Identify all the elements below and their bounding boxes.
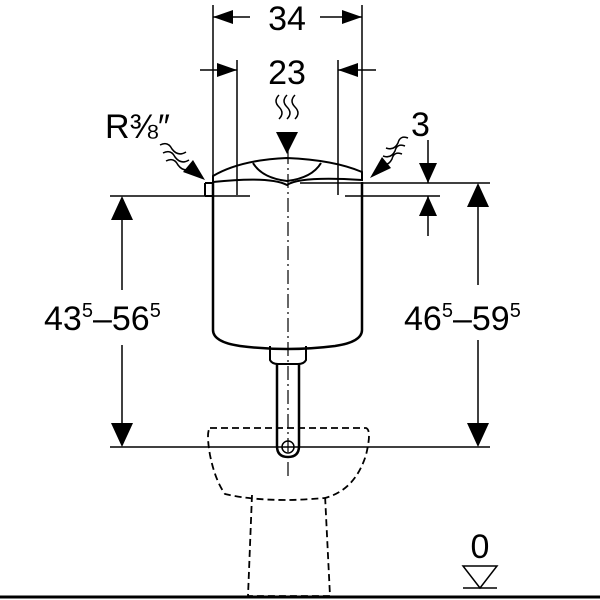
arrowhead — [213, 10, 233, 24]
height-left-label: 435–565 — [44, 300, 161, 338]
pipe-neck — [269, 346, 307, 365]
arrowhead — [370, 157, 391, 178]
cistern-inlet — [204, 182, 213, 197]
height-right-label: 465–595 — [404, 300, 521, 338]
arrowhead — [338, 63, 358, 77]
dimension-23-label: 23 — [268, 54, 306, 92]
cistern-lid — [212, 156, 363, 187]
dimension-34-label: 34 — [268, 0, 306, 38]
flush-button — [252, 162, 322, 183]
arrowhead — [419, 163, 437, 183]
arrowhead — [467, 183, 489, 207]
arrowhead — [111, 196, 133, 220]
cistern-body — [211, 182, 364, 351]
arrowhead — [342, 10, 362, 24]
thread-label: R⅜″ — [105, 108, 170, 146]
water-flow-icon — [159, 142, 193, 171]
dimension-3-label: 3 — [411, 106, 430, 144]
arrowhead — [467, 423, 489, 447]
floor-level-label: 0 — [471, 528, 490, 566]
arrowhead — [183, 160, 205, 180]
arrowhead — [276, 132, 298, 154]
toilet-bowl — [207, 427, 370, 501]
arrowhead — [111, 423, 133, 447]
arrowhead — [217, 63, 237, 77]
water-flow-icon — [275, 94, 299, 120]
level-triangle — [461, 565, 499, 590]
toilet-pedestal — [247, 494, 331, 597]
arrowhead — [419, 196, 437, 216]
